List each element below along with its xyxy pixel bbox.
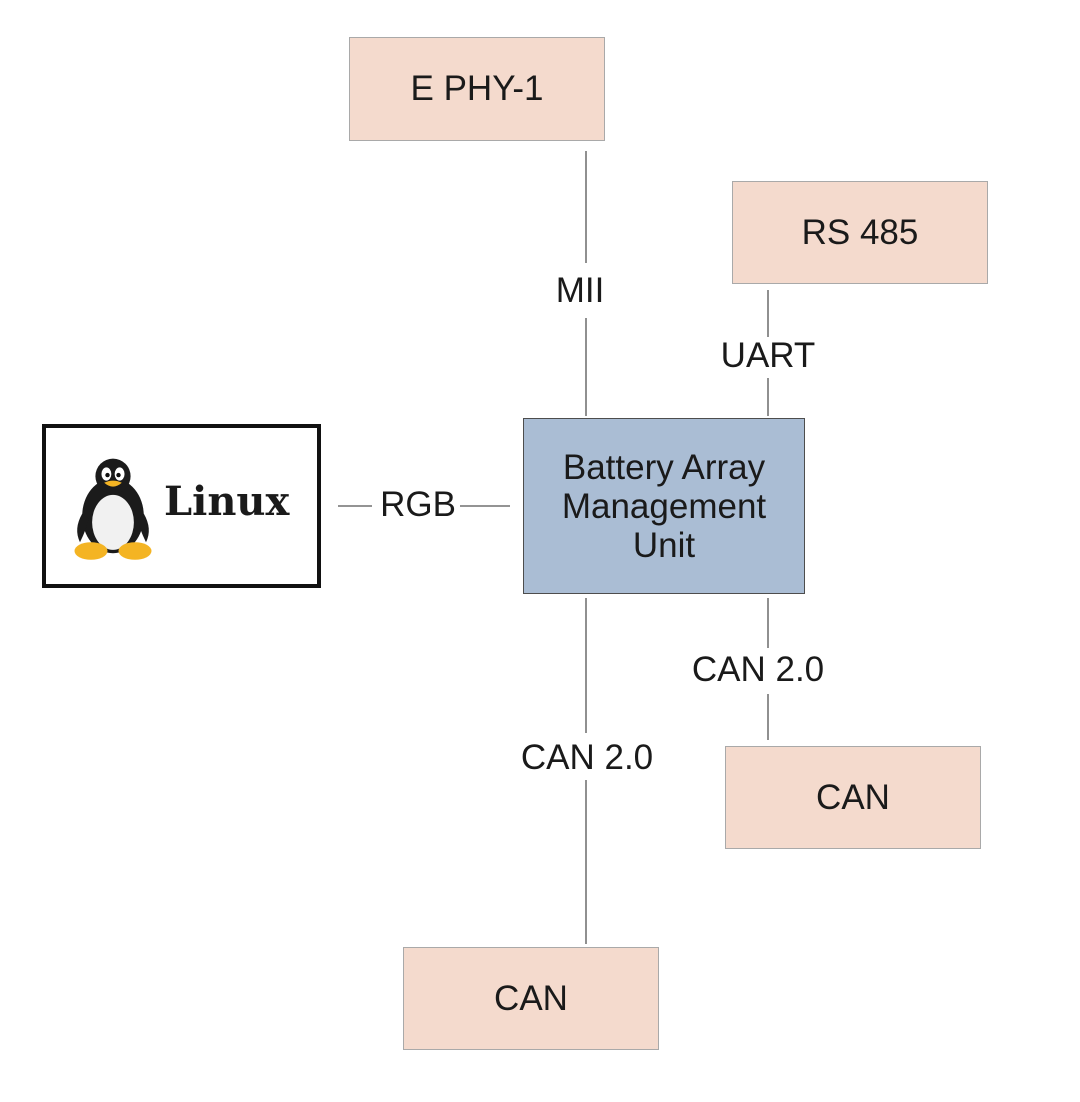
tux-penguin-icon xyxy=(74,458,152,560)
can-bottom-edge-label: CAN 2.0 xyxy=(520,738,654,777)
ephy-box: E PHY-1 xyxy=(349,37,605,141)
uart-edge-label: UART xyxy=(720,336,816,375)
rs485-box: RS 485 xyxy=(732,181,988,284)
can-right-edge-label: CAN 2.0 xyxy=(691,650,825,689)
linux-label: Linux xyxy=(164,478,290,525)
ephy-label: E PHY-1 xyxy=(410,69,544,108)
can-right-box: CAN xyxy=(725,746,981,849)
bamu-box: Battery Array Management Unit xyxy=(523,418,805,594)
bamu-label-line-2: Management xyxy=(561,486,767,526)
can-bottom-box: CAN xyxy=(403,947,659,1050)
rgb-edge-label: RGB xyxy=(380,485,456,524)
bamu-label-line-3: Unit xyxy=(632,525,696,565)
can-bottom-label: CAN xyxy=(494,978,568,1018)
rs485-label: RS 485 xyxy=(801,212,919,252)
linux-box: Linux xyxy=(42,424,321,588)
bamu-label: Battery Array Management Unit xyxy=(562,448,766,565)
mii-edge-label: MII xyxy=(555,271,605,310)
bamu-label-line-1: Battery Array xyxy=(562,447,766,487)
can-right-label: CAN xyxy=(816,777,890,817)
